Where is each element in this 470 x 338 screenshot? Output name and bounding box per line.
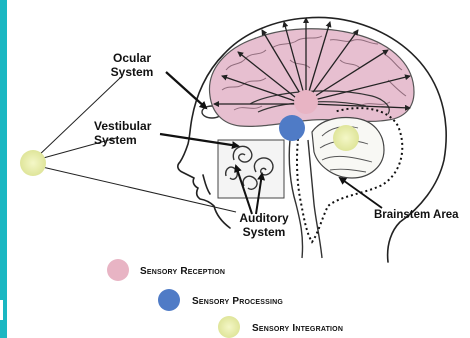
legend-processing-swatch	[158, 289, 180, 311]
integration-node-brain	[333, 125, 359, 151]
processing-node	[279, 115, 305, 141]
ocular-label-line1: Ocular	[113, 51, 151, 65]
legend-integration-label: Sensory Integration	[252, 323, 343, 334]
left-border-notch	[0, 300, 3, 320]
legend: Sensory Reception Sensory Processing Sen…	[107, 259, 343, 338]
vestibular-label-line2: System	[94, 133, 137, 147]
vestibular-label-line1: Vestibular	[94, 119, 152, 133]
auditory-label-line2: System	[243, 225, 286, 239]
legend-integration-swatch	[218, 316, 240, 338]
legend-processing-label: Sensory Processing	[192, 296, 283, 307]
legend-reception-swatch	[107, 259, 129, 281]
integration-node-left	[20, 150, 46, 176]
ocular-label-line2: System	[111, 65, 154, 79]
brainstem-arrow	[340, 178, 382, 208]
brainstem-label: Brainstem Area	[374, 209, 459, 221]
reception-node	[294, 90, 318, 114]
left-border	[0, 0, 7, 338]
legend-reception-label: Sensory Reception	[140, 266, 225, 277]
auditory-label-line1: Auditory	[239, 211, 289, 225]
ear-inset	[218, 140, 284, 198]
